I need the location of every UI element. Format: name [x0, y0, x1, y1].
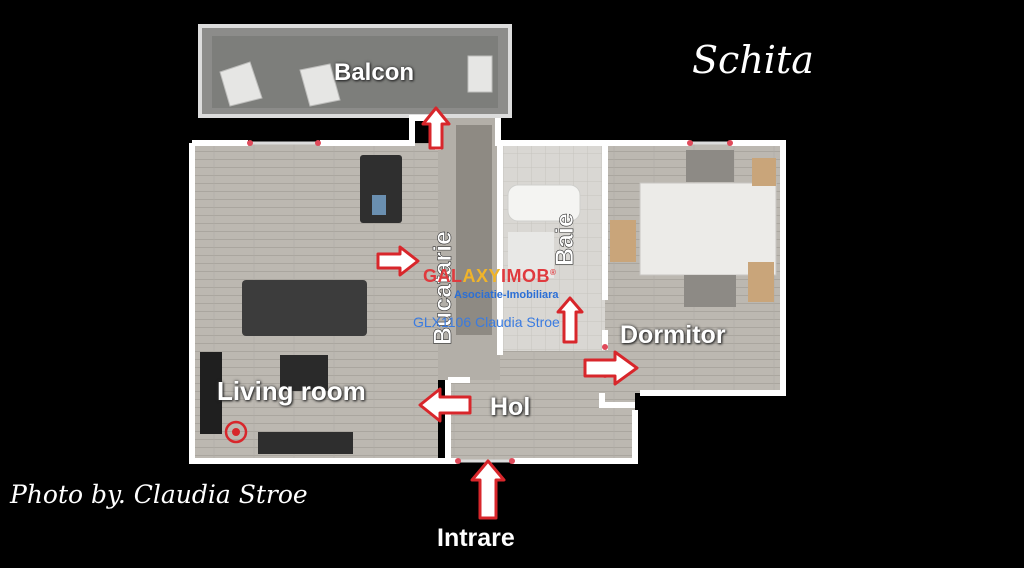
room-label-baie: Baie: [551, 213, 579, 266]
bed: [639, 182, 777, 276]
photo-credit: Photo by. Claudia Stroe: [10, 480, 308, 509]
dining-table: [360, 155, 402, 223]
furniture: [200, 125, 777, 454]
arrow-up-icon: [421, 106, 451, 150]
room-label-balcon: Balcon: [334, 59, 415, 86]
watermark-listing-id: GLX1106 Claudia Stroe: [413, 314, 560, 330]
coffee-table: [280, 355, 328, 391]
bathtub: [507, 184, 581, 222]
arrow-right-icon: [583, 350, 639, 386]
arrow-up-icon: [556, 296, 584, 344]
sofa: [242, 280, 367, 336]
room-label-living: Living room: [217, 376, 366, 406]
arrow-up-icon: [470, 459, 506, 520]
watermark-subtitle: Asociatie-Imobiliara: [454, 289, 559, 301]
entrance-label: Intrare: [437, 524, 515, 552]
watermark-brand-logo: GALAXYIMOB®: [423, 266, 557, 286]
windows: [250, 141, 730, 463]
kitchen-counter: [456, 125, 492, 335]
sideboard: [258, 432, 353, 454]
arrow-left-icon: [418, 387, 472, 423]
room-label-bucatarie: Bucatarie: [429, 231, 457, 345]
tv-stand: [200, 352, 222, 434]
balcony-area: [198, 24, 512, 118]
room-label-dormitor: Dormitor: [620, 321, 726, 349]
page-title: Schita: [692, 38, 814, 82]
room-label-hol: Hol: [490, 393, 531, 421]
location-marker-icon: [224, 420, 248, 444]
arrow-right-icon: [376, 245, 420, 277]
balcony-chairs: [219, 55, 493, 107]
